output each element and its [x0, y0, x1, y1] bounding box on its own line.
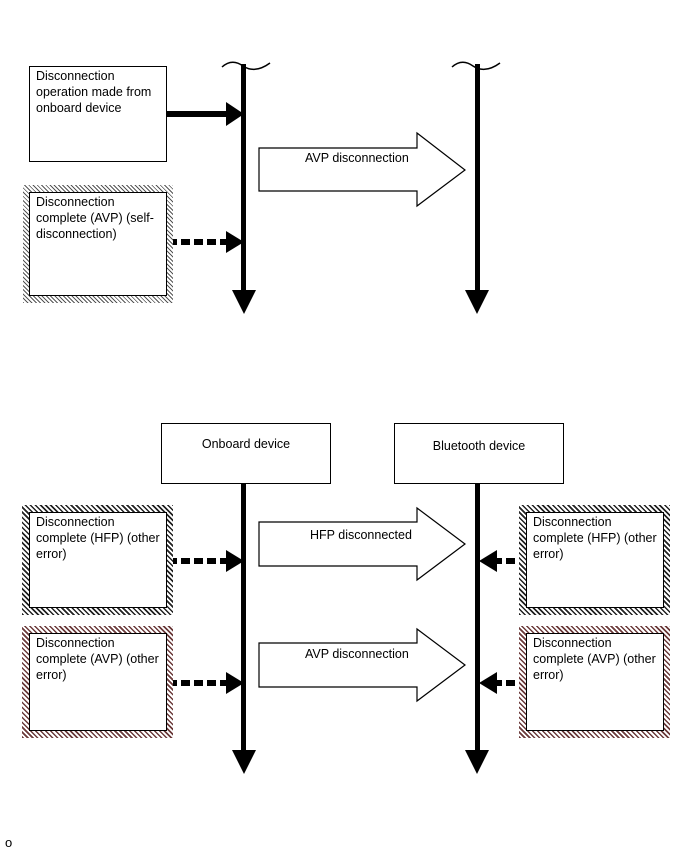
self-disconnect-box: Disconnection complete (AVP) (self-disco… — [29, 192, 167, 296]
bluetooth-device-label: Bluetooth device — [432, 439, 526, 453]
self-disconnect-arrow — [168, 231, 244, 253]
right-avp-error-text: Disconnection complete (AVP) (other erro… — [533, 636, 656, 682]
left-avp-error-text: Disconnection complete (AVP) (other erro… — [36, 636, 159, 682]
hfp-disconnected-block-arrow — [258, 506, 466, 582]
avp-disconnection-label-top: AVP disconnection — [305, 151, 409, 165]
hfp-disconnected-label: HFP disconnected — [310, 528, 412, 542]
right-hfp-error-box: Disconnection complete (HFP) (other erro… — [526, 512, 664, 608]
left-hfp-error-box: Disconnection complete (HFP) (other erro… — [29, 512, 167, 608]
operation-arrow — [166, 102, 244, 126]
avp-error-arrow-left — [168, 672, 244, 694]
operation-box: Disconnection operation made from onboar… — [29, 66, 167, 162]
bluetooth-device-box: Bluetooth device — [394, 423, 564, 484]
left-hfp-error-text: Disconnection complete (HFP) (other erro… — [36, 515, 160, 561]
bottom-onboard-lifeline — [232, 483, 256, 774]
avp-disconnection-block-arrow-top — [258, 131, 466, 208]
bottom-bluetooth-lifeline — [465, 483, 489, 774]
right-hfp-error-text: Disconnection complete (HFP) (other erro… — [533, 515, 657, 561]
self-disconnect-box-text: Disconnection complete (AVP) (self-disco… — [36, 195, 154, 241]
left-avp-error-box: Disconnection complete (AVP) (other erro… — [29, 633, 167, 731]
top-onboard-lifeline — [221, 61, 271, 314]
avp-disconnection-block-arrow-bottom — [258, 627, 466, 703]
avp-disconnection-label-bottom: AVP disconnection — [305, 647, 409, 661]
right-avp-error-box: Disconnection complete (AVP) (other erro… — [526, 633, 664, 731]
onboard-device-label: Onboard device — [201, 437, 291, 451]
hfp-error-arrow-left — [168, 550, 244, 572]
footer-code: o — [5, 835, 13, 850]
onboard-device-box: Onboard device — [161, 423, 331, 484]
operation-box-text: Disconnection operation made from onboar… — [36, 69, 152, 115]
top-bluetooth-lifeline — [451, 61, 501, 314]
